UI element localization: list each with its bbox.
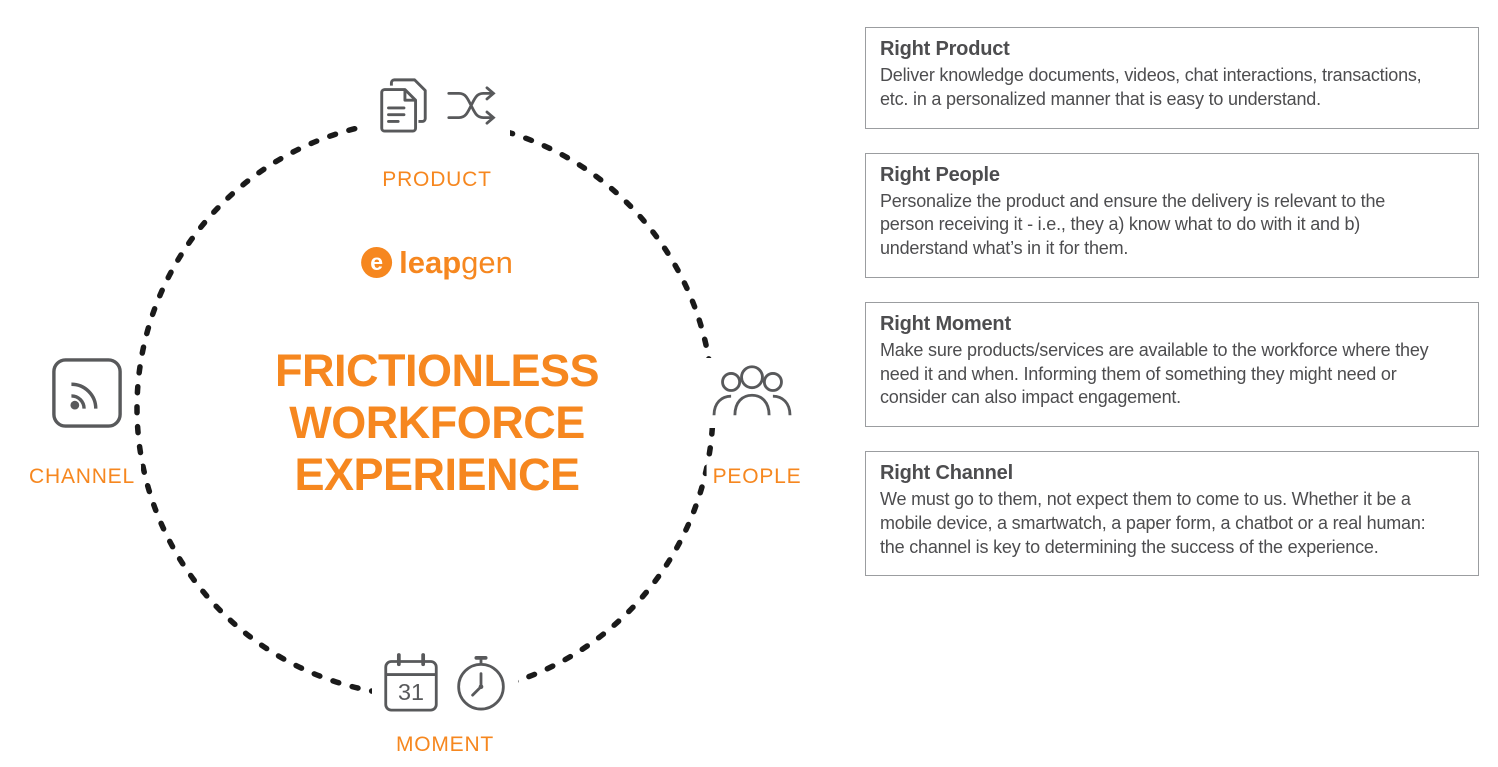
panel-right-people-heading: Right People — [880, 163, 1000, 186]
product-icons — [364, 70, 510, 140]
leapgen-logo-mark-icon: e — [361, 247, 393, 278]
panel-right-channel-body: We must go to them, not expect them to c… — [880, 489, 1426, 557]
panel-right-moment-body: Make sure products/services are availabl… — [880, 339, 1429, 408]
logo-text-bold: leap — [399, 245, 462, 280]
calendar-icon: 31 — [384, 653, 438, 712]
channel-label: CHANNEL — [23, 465, 141, 489]
panel-right-people: Right People Personalize the product and… — [865, 152, 1479, 278]
panel-right-product-heading: Right Product — [880, 38, 1010, 60]
panel-right-people-body: Personalize the product and ensure the d… — [880, 190, 1386, 259]
panel-right-channel-heading: Right Channel — [880, 462, 1013, 484]
moment-label: MOMENT — [389, 733, 501, 757]
title-line-2: WORKFORCE — [289, 397, 585, 449]
panel-right-channel: Right Channel We must go to them, not ex… — [865, 451, 1479, 577]
people-icon — [712, 365, 792, 416]
panel-right-product-body: Deliver knowledge documents, videos, cha… — [880, 65, 1422, 109]
title-line-1: FRICTIONLESS — [274, 345, 600, 396]
channel-icons — [42, 352, 132, 439]
clock-icon — [457, 656, 505, 711]
moment-icons: 31 — [372, 648, 518, 718]
frictionless-workforce-diagram: PRODUCT e leapgen FRICTIONLESS WORKFORCE… — [23, 70, 808, 757]
title-line-3: EXPERIENCE — [294, 449, 580, 501]
leapgen-logo: e leapgen — [361, 247, 513, 278]
rss-channel-icon — [52, 358, 122, 428]
description-panels: Right Product Deliver knowledge document… — [865, 27, 1479, 577]
diagram-title: FRICTIONLESS WORKFORCE EXPERIENCE — [227, 345, 647, 502]
shuffle-icon — [447, 85, 496, 125]
people-label: PEOPLE — [706, 465, 808, 489]
people-icons — [702, 358, 802, 428]
panel-right-moment-heading: Right Moment — [880, 312, 1011, 335]
logo-text-light: gen — [461, 245, 513, 280]
panel-right-product: Right Product Deliver knowledge document… — [865, 27, 1479, 129]
calendar-day-text: 31 — [398, 679, 424, 705]
documents-icon — [380, 78, 427, 133]
product-label: PRODUCT — [376, 168, 498, 192]
panel-right-moment: Right Moment Make sure products/services… — [865, 301, 1479, 427]
